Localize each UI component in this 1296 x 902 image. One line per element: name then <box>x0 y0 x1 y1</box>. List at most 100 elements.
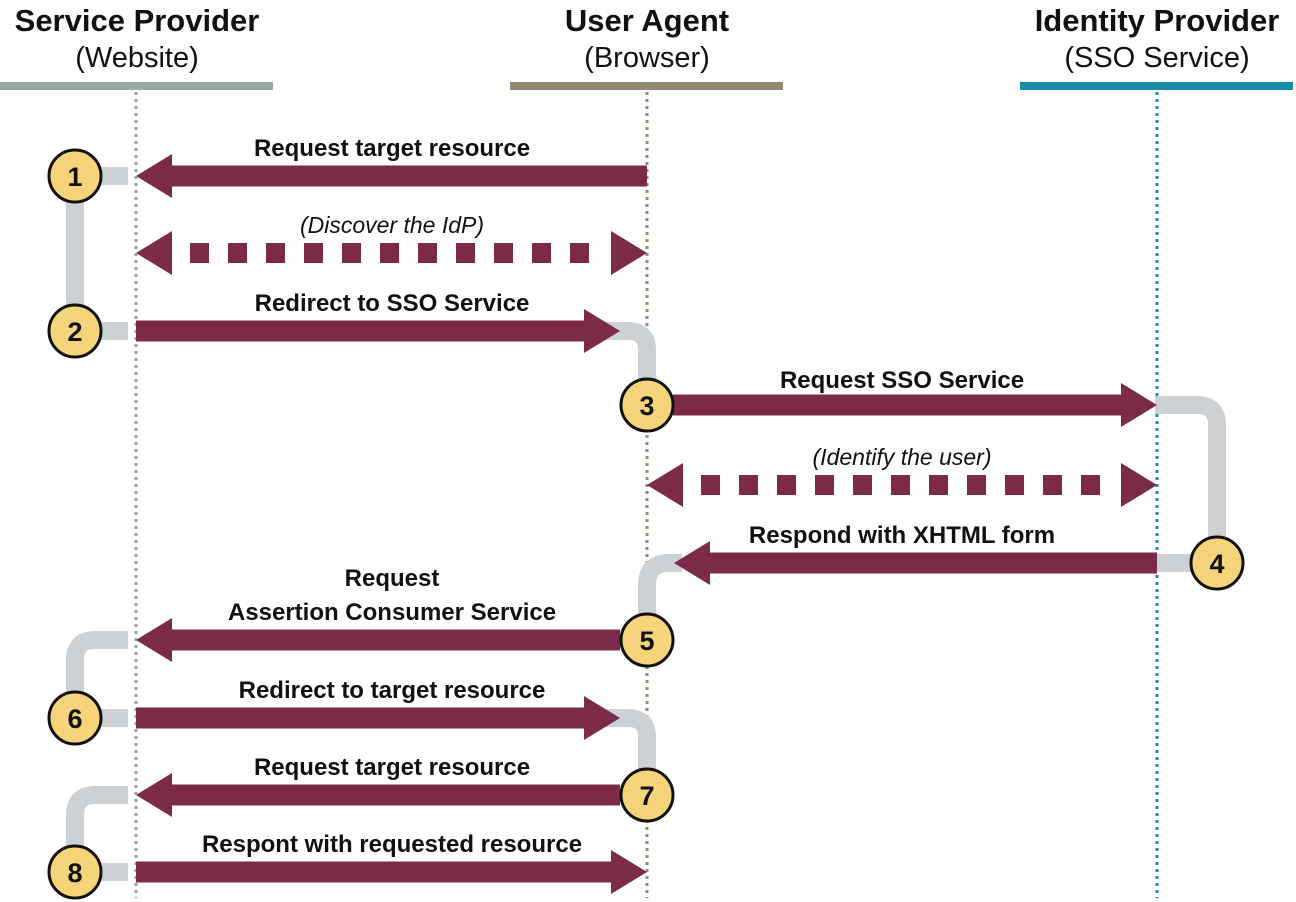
arrow-head <box>611 231 647 275</box>
message-label: Request <box>345 565 440 592</box>
dash-segment <box>494 243 513 263</box>
step-circle <box>47 148 103 204</box>
step-number: 8 <box>67 858 82 888</box>
lane-subtitle-ua: (Browser) <box>584 42 710 74</box>
step-connector <box>595 322 656 405</box>
lane-title-ua: User Agent <box>565 3 729 38</box>
step-marker-7: 7 <box>619 767 675 823</box>
lane-title-sp: Service Provider <box>15 3 260 38</box>
arrow-head <box>136 773 172 817</box>
dash-segment <box>891 475 910 495</box>
step-marker-6: 6 <box>47 690 103 746</box>
step-circle <box>619 767 675 823</box>
dash-segment <box>1081 475 1100 495</box>
dash-segment <box>532 243 551 263</box>
arrow-shaft <box>172 784 620 806</box>
arrow-head <box>136 231 172 275</box>
dash-segment <box>1005 475 1024 495</box>
message-arrow <box>136 154 647 198</box>
message-label: (Discover the IdP) <box>300 212 484 238</box>
dash-segment <box>266 243 285 263</box>
message-label: (Identify the user) <box>813 444 992 470</box>
arrow-shaft <box>673 394 1121 416</box>
dash-segment <box>777 475 796 495</box>
dash-segment <box>701 475 720 495</box>
arrow-head <box>674 541 710 585</box>
step-marker-2: 2 <box>47 303 103 359</box>
message-label: Respont with requested resource <box>202 831 582 858</box>
arrow-head <box>584 696 620 740</box>
step-marker-5: 5 <box>619 612 675 668</box>
dash-segment <box>967 475 986 495</box>
step-circle <box>47 690 103 746</box>
message-label: Request SSO Service <box>780 367 1024 394</box>
step-marker-8: 8 <box>47 844 103 900</box>
message-arrow <box>674 541 1157 585</box>
arrow-head <box>136 618 172 662</box>
lane-subtitle-sp: (Website) <box>75 42 199 74</box>
step-markers: 1 2 3 4 5 6 7 8 <box>47 148 1245 900</box>
step-connector <box>638 554 682 640</box>
step-number: 2 <box>67 317 82 347</box>
step-circle <box>1189 535 1245 591</box>
step-number: 1 <box>67 162 82 192</box>
dash-segment <box>190 243 209 263</box>
message-label: Request target resource <box>254 135 530 162</box>
dash-segment <box>418 243 437 263</box>
dash-segment <box>929 475 948 495</box>
message-label: Redirect to SSO Service <box>255 290 530 317</box>
arrow-head <box>584 309 620 353</box>
lane-title-idp: Identity Provider <box>1035 3 1280 38</box>
arrow-shaft <box>172 629 620 651</box>
arrow-head <box>1121 383 1157 427</box>
step-number: 4 <box>1209 549 1224 579</box>
message-arrow <box>136 696 620 740</box>
arrow-head <box>1121 463 1157 507</box>
message-arrow <box>136 618 620 662</box>
message-arrow <box>647 463 1157 507</box>
step-circle <box>47 844 103 900</box>
message-arrow <box>673 383 1157 427</box>
step-number: 5 <box>639 626 654 656</box>
message-arrow <box>136 309 620 353</box>
arrow-shaft <box>710 552 1157 574</box>
arrow-shaft <box>136 707 584 729</box>
message-arrow <box>136 773 620 817</box>
step-number: 7 <box>639 781 654 811</box>
arrow-shaft <box>172 165 647 187</box>
arrow-head <box>647 463 683 507</box>
dash-segment <box>853 475 872 495</box>
message-label: Redirect to target resource <box>239 677 546 704</box>
message-label: Request target resource <box>254 754 530 781</box>
arrow-head <box>136 154 172 198</box>
step-marker-3: 3 <box>619 377 675 433</box>
message-arrows <box>136 154 1157 894</box>
message-label: Assertion Consumer Service <box>228 599 556 626</box>
step-number: 6 <box>67 704 82 734</box>
lane-subtitle-idp: (SSO Service) <box>1064 42 1249 74</box>
arrow-shaft <box>136 320 584 342</box>
dash-segment <box>342 243 361 263</box>
arrow-head <box>611 850 647 894</box>
dash-segment <box>570 243 589 263</box>
dash-segment <box>228 243 247 263</box>
step-marker-4: 4 <box>1189 535 1245 591</box>
message-label: Respond with XHTML form <box>749 522 1055 549</box>
message-labels: Request target resource (Discover the IdP… <box>202 135 1055 858</box>
message-arrow <box>136 231 647 275</box>
message-arrow <box>136 850 647 894</box>
arrow-shaft <box>136 861 611 883</box>
dash-segment <box>815 475 834 495</box>
step-circle <box>47 303 103 359</box>
dash-segment <box>380 243 399 263</box>
lane-headers: Service Provider (Website) User Agent (Brow… <box>0 3 1293 90</box>
dash-segment <box>739 475 758 495</box>
step-connector <box>595 709 656 795</box>
lifelines <box>134 92 1159 898</box>
step-circle <box>619 377 675 433</box>
dash-segment <box>304 243 323 263</box>
dash-segment <box>1043 475 1062 495</box>
step-number: 3 <box>639 391 654 421</box>
dash-segment <box>456 243 475 263</box>
